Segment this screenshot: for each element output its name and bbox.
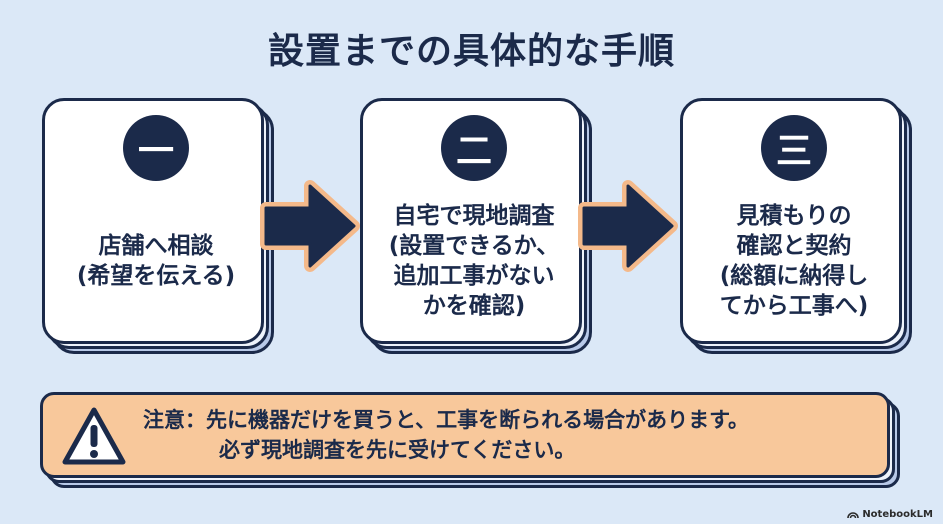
step-text-line: 店舗へ相談 [98,233,214,259]
step-number-badge: 一 [123,115,189,181]
step-text-line: (総額に納得し [719,263,869,289]
note-body: 注意：先に機器だけを買うと、工事を断られる場合があります。 必ず現地調査を先に受… [40,392,890,478]
card-body: 二 自宅で現地調査 (設置できるか、 追加工事がない かを確認) [360,98,582,344]
note-text: 注意：先に機器だけを買うと、工事を断られる場合があります。 必ず現地調査を先に受… [143,405,883,465]
step-text: 自宅で現地調査 (設置できるか、 追加工事がない かを確認) [373,201,575,321]
step-card-1: 一 店舗へ相談 (希望を伝える) [42,98,274,356]
step-text: 店舗へ相談 (希望を伝える) [55,231,257,291]
step-text-line: 確認と契約 [736,233,852,259]
step-text-line: 見積もりの [736,203,852,229]
step-number-badge: 三 [761,115,827,181]
step-text-line: (希望を伝える) [76,263,236,289]
step-card-3: 三 見積もりの 確認と契約 (総額に納得し てから工事へ) [680,98,912,356]
step-number-badge: 二 [441,115,507,181]
watermark-text: NotebookLM [862,509,933,520]
step-text-line: (設置できるか、 [388,233,560,259]
arrow-right-icon [260,180,360,272]
page-title: 設置までの具体的な手順 [267,31,675,72]
step-text: 見積もりの 確認と契約 (総額に納得し てから工事へ) [693,201,895,321]
step-text-line: かを確認) [422,293,526,319]
step-card-2: 二 自宅で現地調査 (設置できるか、 追加工事がない かを確認) [360,98,592,356]
notebooklm-logo-icon [847,512,860,519]
step-text-line: 追加工事がない [393,263,555,289]
warning-note: 注意：先に機器だけを買うと、工事を断られる場合があります。 必ず現地調査を先に受… [40,392,902,488]
notebooklm-watermark: NotebookLM [847,509,933,520]
note-line-2: 必ず現地調査を先に受けてください。 [219,438,576,462]
note-line-1: 注意：先に機器だけを買うと、工事を断られる場合があります。 [143,408,750,432]
step-text-line: てから工事へ) [719,293,869,319]
card-body: 三 見積もりの 確認と契約 (総額に納得し てから工事へ) [680,98,902,344]
arrow-right-icon [578,180,678,272]
warning-triangle-icon [62,407,126,465]
card-body: 一 店舗へ相談 (希望を伝える) [42,98,264,344]
step-text-line: 自宅で現地調査 [393,203,555,229]
